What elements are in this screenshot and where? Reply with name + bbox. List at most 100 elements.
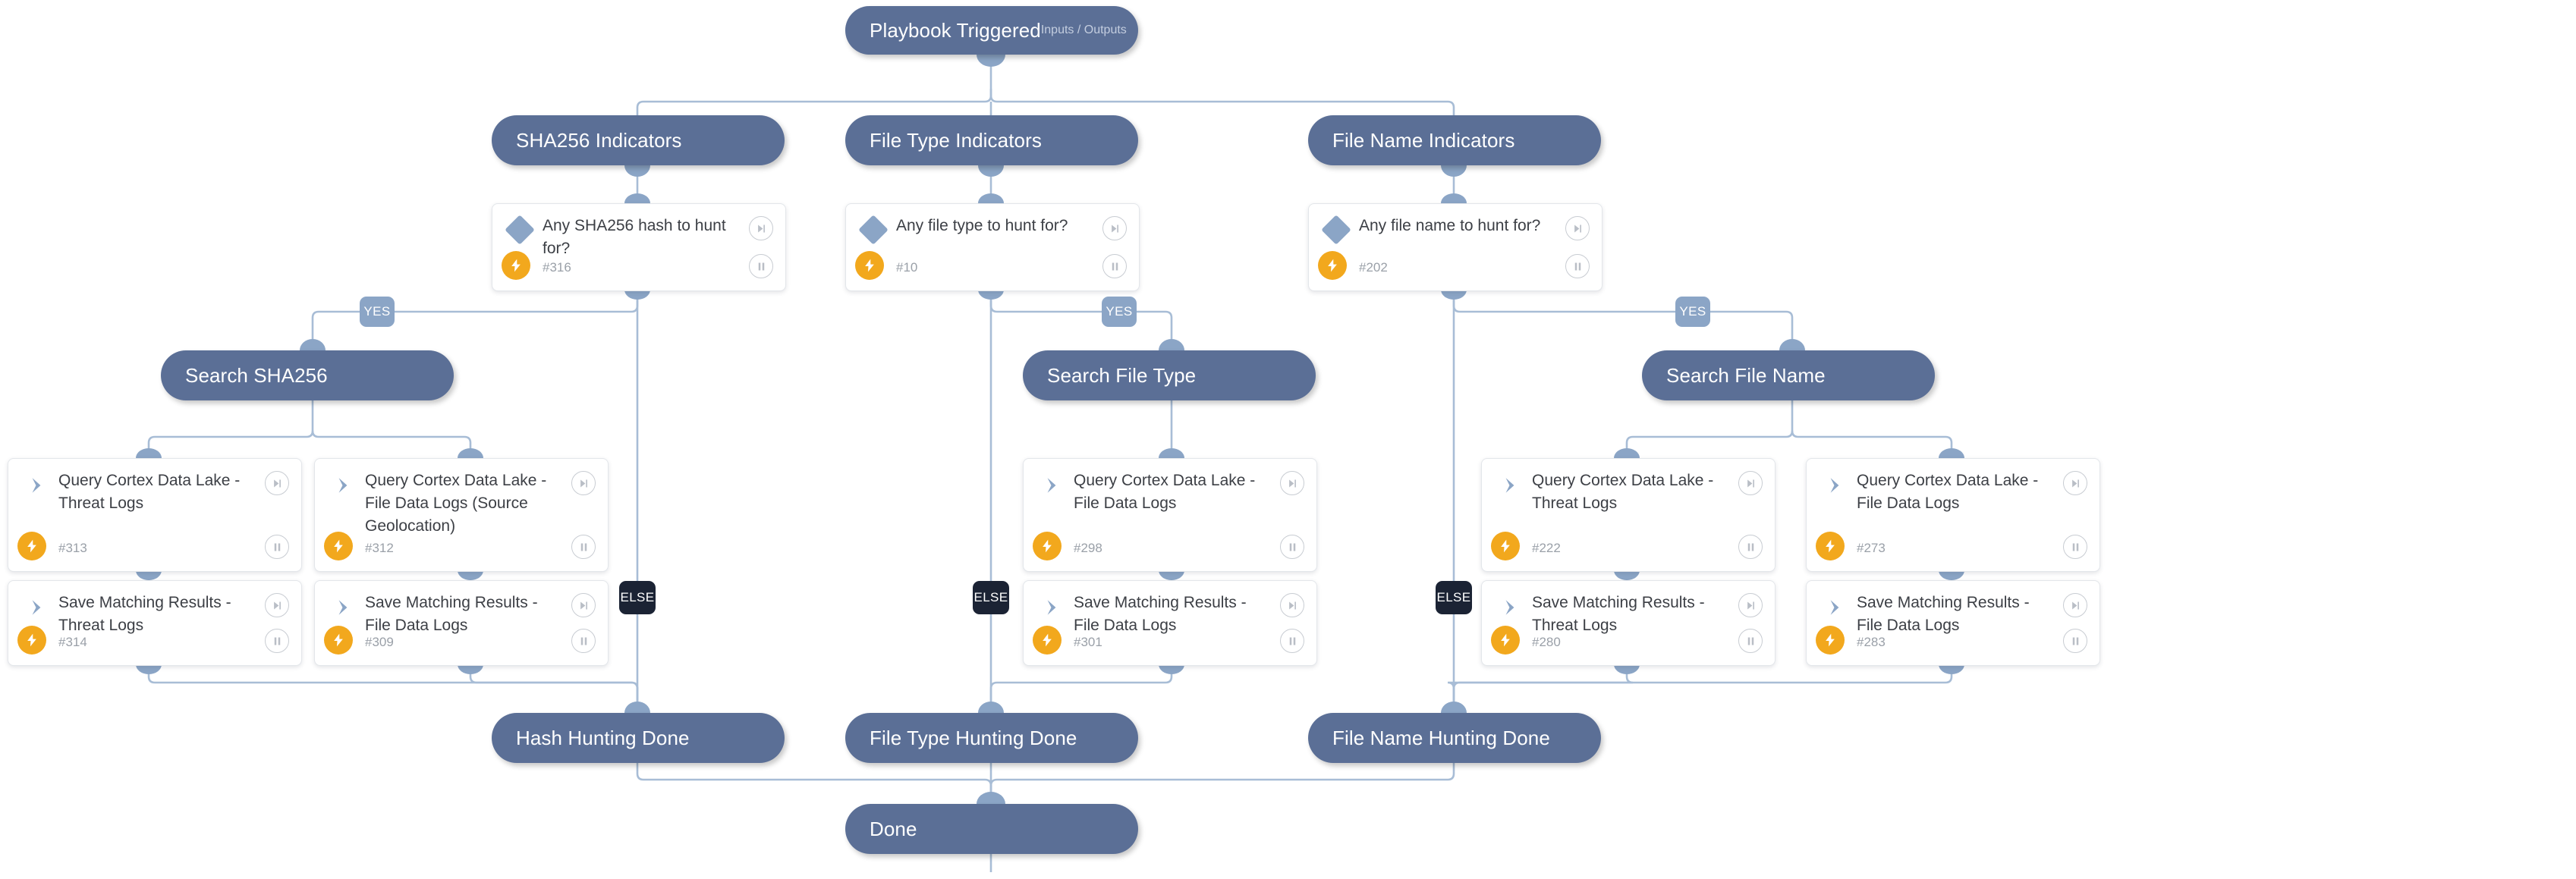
skip-forward-icon[interactable] — [265, 471, 289, 495]
stage-label: Search SHA256 — [185, 363, 328, 387]
chevron-right-icon — [1500, 476, 1520, 495]
task-card-query-312[interactable]: Query Cortex Data Lake - File Data Logs … — [314, 458, 609, 572]
task-id: #280 — [1532, 635, 1561, 649]
skip-forward-icon[interactable] — [2063, 471, 2087, 495]
skip-forward-icon[interactable] — [1280, 471, 1304, 495]
stage-sha256-indicators[interactable]: SHA256 Indicators — [492, 115, 785, 165]
stage-label: File Name Hunting Done — [1332, 726, 1550, 749]
stage-search-file-type[interactable]: Search File Type — [1023, 350, 1316, 400]
chevron-right-icon — [333, 598, 353, 617]
pause-icon[interactable] — [1738, 629, 1763, 653]
condition-card-file-type[interactable]: Any file type to hunt for? #10 — [845, 203, 1140, 291]
task-card-query-298[interactable]: Query Cortex Data Lake - File Data Logs … — [1023, 458, 1317, 572]
task-card-save-283[interactable]: Save Matching Results - File Data Logs #… — [1806, 580, 2100, 666]
skip-forward-icon[interactable] — [265, 593, 289, 617]
task-title: Save Matching Results - File Data Logs — [365, 594, 538, 634]
task-id: #222 — [1532, 541, 1561, 555]
task-card-save-301[interactable]: Save Matching Results - File Data Logs #… — [1023, 580, 1317, 666]
skip-forward-icon[interactable] — [571, 471, 596, 495]
pause-icon[interactable] — [265, 535, 289, 559]
chevron-right-icon — [1825, 476, 1845, 495]
stage-file-name-hunting-done[interactable]: File Name Hunting Done — [1308, 713, 1601, 763]
task-id: #313 — [58, 541, 87, 555]
chevron-right-icon — [333, 476, 353, 495]
pause-icon[interactable] — [1565, 254, 1590, 278]
task-id: #273 — [1857, 541, 1886, 555]
branch-badge-yes-file-name[interactable]: YES — [1675, 297, 1710, 327]
task-title: Query Cortex Data Lake - File Data Logs — [1074, 472, 1256, 512]
stage-hash-hunting-done[interactable]: Hash Hunting Done — [492, 713, 785, 763]
stage-playbook-triggered[interactable]: Playbook Triggered Inputs / Outputs — [845, 6, 1138, 55]
badge-label: YES — [1106, 304, 1133, 319]
pause-icon[interactable] — [571, 629, 596, 653]
lightning-bolt-icon — [1491, 626, 1520, 655]
skip-forward-icon[interactable] — [1102, 216, 1127, 240]
skip-forward-icon[interactable] — [1280, 593, 1304, 617]
lightning-bolt-icon — [324, 626, 353, 655]
task-card-save-309[interactable]: Save Matching Results - File Data Logs #… — [314, 580, 609, 666]
skip-forward-icon[interactable] — [2063, 593, 2087, 617]
task-id: #316 — [543, 260, 571, 275]
lightning-bolt-icon — [1816, 532, 1845, 560]
task-title: Query Cortex Data Lake - Threat Logs — [1532, 472, 1714, 512]
badge-label: ELSE — [973, 590, 1008, 604]
pause-icon[interactable] — [1738, 535, 1763, 559]
task-card-save-280[interactable]: Save Matching Results - Threat Logs #280 — [1481, 580, 1776, 666]
task-title: Save Matching Results - File Data Logs — [1857, 594, 2030, 634]
branch-badge-yes-sha256[interactable]: YES — [360, 297, 395, 327]
stage-done[interactable]: Done — [845, 804, 1138, 854]
pause-icon[interactable] — [2063, 629, 2087, 653]
stage-file-type-indicators[interactable]: File Type Indicators — [845, 115, 1138, 165]
pause-icon[interactable] — [1102, 254, 1127, 278]
task-title: Query Cortex Data Lake - File Data Logs … — [365, 472, 547, 535]
branch-badge-yes-file-type[interactable]: YES — [1102, 297, 1137, 327]
lightning-bolt-icon — [17, 626, 46, 655]
stage-label: SHA256 Indicators — [516, 128, 682, 152]
stage-label: Search File Name — [1666, 363, 1826, 387]
pause-icon[interactable] — [1280, 535, 1304, 559]
chevron-right-icon — [1042, 598, 1062, 617]
skip-forward-icon[interactable] — [1738, 593, 1763, 617]
pause-icon[interactable] — [571, 535, 596, 559]
chevron-right-icon — [27, 476, 46, 495]
lightning-bolt-icon — [1033, 626, 1062, 655]
pause-icon[interactable] — [2063, 535, 2087, 559]
task-id: #298 — [1074, 541, 1102, 555]
pause-icon[interactable] — [749, 254, 773, 278]
pause-icon[interactable] — [265, 629, 289, 653]
lightning-bolt-icon — [502, 251, 530, 280]
branch-badge-else-file-type[interactable]: ELSE — [973, 581, 1009, 614]
stage-file-name-indicators[interactable]: File Name Indicators — [1308, 115, 1601, 165]
skip-forward-icon[interactable] — [1565, 216, 1590, 240]
task-card-query-222[interactable]: Query Cortex Data Lake - Threat Logs #22… — [1481, 458, 1776, 572]
condition-card-sha256[interactable]: Any SHA256 hash to hunt for? #316 — [492, 203, 786, 291]
task-card-query-313[interactable]: Query Cortex Data Lake - Threat Logs #31… — [8, 458, 302, 572]
condition-card-file-name[interactable]: Any file name to hunt for? #202 — [1308, 203, 1603, 291]
branch-badge-else-sha256[interactable]: ELSE — [619, 581, 656, 614]
stage-label: File Type Indicators — [870, 128, 1042, 152]
branch-badge-else-file-name[interactable]: ELSE — [1436, 581, 1472, 614]
task-id: #309 — [365, 635, 394, 649]
stage-label: Search File Type — [1047, 363, 1197, 387]
stage-search-file-name[interactable]: Search File Name — [1642, 350, 1935, 400]
stage-file-type-hunting-done[interactable]: File Type Hunting Done — [845, 713, 1138, 763]
inputs-outputs-label: Inputs / Outputs — [1040, 24, 1127, 36]
task-id: #283 — [1857, 635, 1886, 649]
task-title: Query Cortex Data Lake - Threat Logs — [58, 472, 241, 512]
task-id: #301 — [1074, 635, 1102, 649]
skip-forward-icon[interactable] — [749, 216, 773, 240]
task-id: #10 — [896, 260, 918, 275]
lightning-bolt-icon — [855, 251, 884, 280]
skip-forward-icon[interactable] — [571, 593, 596, 617]
chevron-right-icon — [27, 598, 46, 617]
skip-forward-icon[interactable] — [1738, 471, 1763, 495]
diamond-icon — [1321, 215, 1351, 245]
task-id: #312 — [365, 541, 394, 555]
task-card-query-273[interactable]: Query Cortex Data Lake - File Data Logs … — [1806, 458, 2100, 572]
pause-icon[interactable] — [1280, 629, 1304, 653]
task-title: Query Cortex Data Lake - File Data Logs — [1857, 472, 2039, 512]
task-card-save-314[interactable]: Save Matching Results - Threat Logs #314 — [8, 580, 302, 666]
stage-search-sha256[interactable]: Search SHA256 — [161, 350, 454, 400]
